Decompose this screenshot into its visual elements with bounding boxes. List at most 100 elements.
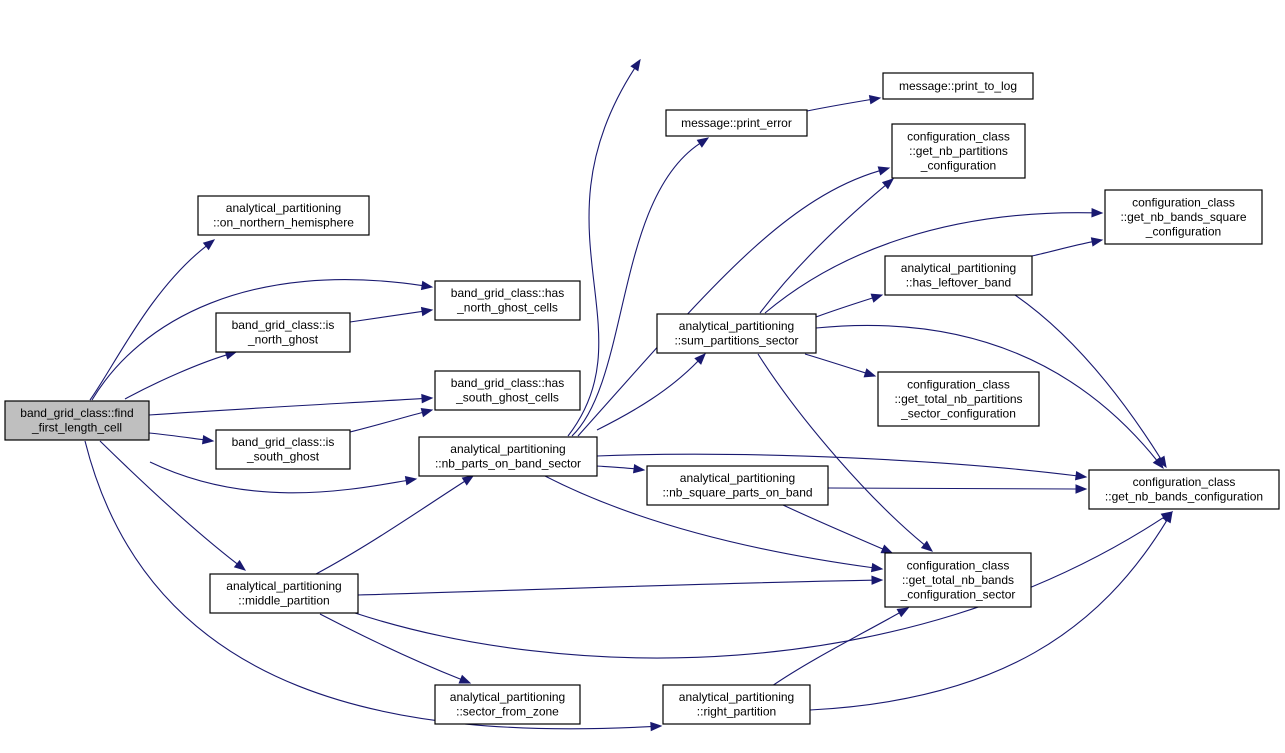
edge-line	[757, 353, 925, 546]
arrowhead-icon	[233, 559, 247, 571]
node-label-line: configuration_class	[1133, 475, 1236, 489]
node-label-line: configuration_class	[907, 377, 1010, 391]
node-box	[884, 255, 1033, 296]
edge-line	[315, 480, 465, 575]
edge-line	[149, 461, 407, 494]
arrowhead-icon	[458, 674, 472, 684]
edge-find-first-length-cell-to-right-partition	[84, 440, 663, 732]
node-label-line: _north_ghost_cells	[456, 301, 558, 315]
node-nb-parts-on-band-sector[interactable]: analytical_partitioning::nb_parts_on_ban…	[418, 436, 598, 477]
node-box	[215, 429, 351, 470]
edge-nb-parts-on-band-sector-to-get-nb-partitions-configuration	[577, 166, 891, 437]
node-label-line: _sector_configuration	[900, 406, 1016, 420]
node-label-line: analytical_partitioning	[226, 201, 341, 215]
edge-line	[357, 579, 873, 596]
node-label-line: _first_length_cell	[31, 421, 122, 435]
arrowhead-icon	[863, 368, 877, 378]
node-label-line: analytical_partitioning	[450, 442, 565, 456]
node-label-line: _configuration_sector	[900, 587, 1016, 601]
arrowhead-icon	[404, 476, 418, 486]
edge-line	[124, 354, 227, 400]
node-box	[662, 684, 811, 725]
node-get-nb-partitions-configuration[interactable]: configuration_class::get_nb_partitions_c…	[891, 123, 1026, 179]
node-has-leftover-band[interactable]: analytical_partitioning::has_leftover_ba…	[884, 255, 1033, 296]
node-get-total-nb-partitions-sector-configuration[interactable]: configuration_class::get_total_nb_partit…	[877, 371, 1040, 427]
node-box	[1088, 469, 1280, 510]
arrowhead-icon	[871, 575, 884, 585]
arrowhead-icon	[1091, 208, 1104, 218]
node-is-north-ghost[interactable]: band_grid_class::is_north_ghost	[215, 312, 351, 353]
node-box	[884, 552, 1032, 608]
arrowhead-icon	[630, 58, 641, 72]
edge-line	[596, 360, 699, 431]
node-sum-partitions-sector[interactable]: analytical_partitioning::sum_partitions_…	[656, 313, 817, 354]
node-sector-from-zone[interactable]: analytical_partitioning::sector_from_zon…	[434, 684, 581, 725]
node-box	[891, 123, 1026, 179]
node-label-line: ::get_nb_bands_configuration	[1105, 490, 1263, 504]
edge-line	[759, 184, 886, 314]
arrowhead-icon	[421, 393, 434, 404]
arrowhead-icon	[202, 239, 216, 251]
node-label-line: analytical_partitioning	[680, 471, 795, 485]
node-print-to-log[interactable]: message::print_to_log	[882, 72, 1034, 100]
arrowhead-icon	[650, 721, 663, 732]
arrowhead-icon	[870, 293, 884, 303]
node-label-line: ::get_nb_partitions	[909, 144, 1008, 158]
edge-has-leftover-band-to-get-nb-bands-square-configuration	[1031, 237, 1104, 257]
node-middle-partition[interactable]: analytical_partitioning::middle_partitio…	[209, 573, 359, 614]
node-box	[434, 684, 581, 725]
node-on-northern-hemisphere[interactable]: analytical_partitioning::on_northern_hem…	[197, 195, 370, 236]
node-has-north-ghost-cells[interactable]: band_grid_class::has_north_ghost_cells	[434, 280, 581, 321]
node-label-line: analytical_partitioning	[679, 319, 794, 333]
edge-line	[815, 324, 1158, 461]
node-print-error[interactable]: message::print_error	[665, 109, 808, 137]
edge-line	[827, 487, 1077, 490]
arrowhead-icon	[420, 306, 434, 317]
arrowhead-icon	[1090, 237, 1104, 247]
node-label-line: ::get_total_nb_partitions	[894, 392, 1022, 406]
arrowhead-icon	[632, 463, 646, 474]
node-box	[197, 195, 370, 236]
node-box	[434, 370, 581, 411]
node-find-first-length-cell[interactable]: band_grid_class::find_first_length_cell	[4, 400, 150, 441]
node-get-total-nb-bands-configuration-sector[interactable]: configuration_class::get_total_nb_bands_…	[884, 552, 1032, 608]
edge-is-north-ghost-to-has-north-ghost-cells	[349, 306, 434, 323]
node-label-line: configuration_class	[1132, 195, 1235, 209]
edge-nb-parts-on-band-sector-to-sum-partitions-sector	[596, 353, 706, 431]
node-get-nb-bands-square-configuration[interactable]: configuration_class::get_nb_bands_square…	[1104, 189, 1263, 245]
node-label-line: band_grid_class::find	[20, 406, 133, 420]
edge-line	[349, 310, 423, 323]
edge-sum-partitions-sector-to-has-leftover-band	[815, 293, 884, 318]
node-label-line: band_grid_class::has	[451, 376, 564, 390]
edge-line	[804, 353, 866, 374]
node-label-line: _south_ghost	[246, 450, 320, 464]
edge-nb-parts-on-band-sector-to-nb-square-parts-on-band	[596, 463, 646, 474]
node-label-line: ::right_partition	[697, 705, 776, 719]
node-label-line: ::nb_parts_on_band_sector	[435, 457, 581, 471]
node-label-line: analytical_partitioning	[450, 690, 565, 704]
node-get-nb-bands-configuration[interactable]: configuration_class::get_nb_bands_config…	[1088, 469, 1280, 510]
node-nb-square-parts-on-band[interactable]: analytical_partitioning::nb_square_parts…	[646, 465, 829, 506]
node-box	[646, 465, 829, 506]
edge-has-leftover-band-to-get-nb-bands-configuration	[1014, 294, 1167, 469]
node-is-south-ghost[interactable]: band_grid_class::is_south_ghost	[215, 429, 351, 470]
node-right-partition[interactable]: analytical_partitioning::right_partition	[662, 684, 811, 725]
edge-line	[1031, 241, 1093, 257]
edge-sum-partitions-sector-to-get-total-nb-bands-configuration-sector	[757, 353, 934, 552]
edge-right-partition-to-get-total-nb-bands-configuration-sector	[771, 607, 910, 687]
node-label-line: message::print_to_log	[899, 79, 1017, 93]
node-label-line: ::has_leftover_band	[906, 276, 1011, 290]
node-label-line: ::middle_partition	[238, 594, 329, 608]
node-label-line: ::on_northern_hemisphere	[213, 216, 354, 230]
edge-line	[319, 613, 461, 680]
edge-line	[148, 432, 204, 441]
edge-find-first-length-cell-to-is-south-ghost	[148, 432, 215, 445]
node-box	[1104, 189, 1263, 245]
edges-layer	[84, 58, 1174, 732]
edge-find-first-length-cell-to-on-northern-hemisphere	[89, 239, 216, 401]
edge-line	[782, 504, 884, 550]
edge-line	[571, 143, 700, 437]
edge-line	[806, 99, 871, 112]
node-has-south-ghost-cells[interactable]: band_grid_class::has_south_ghost_cells	[434, 370, 581, 411]
edge-line	[91, 279, 423, 401]
